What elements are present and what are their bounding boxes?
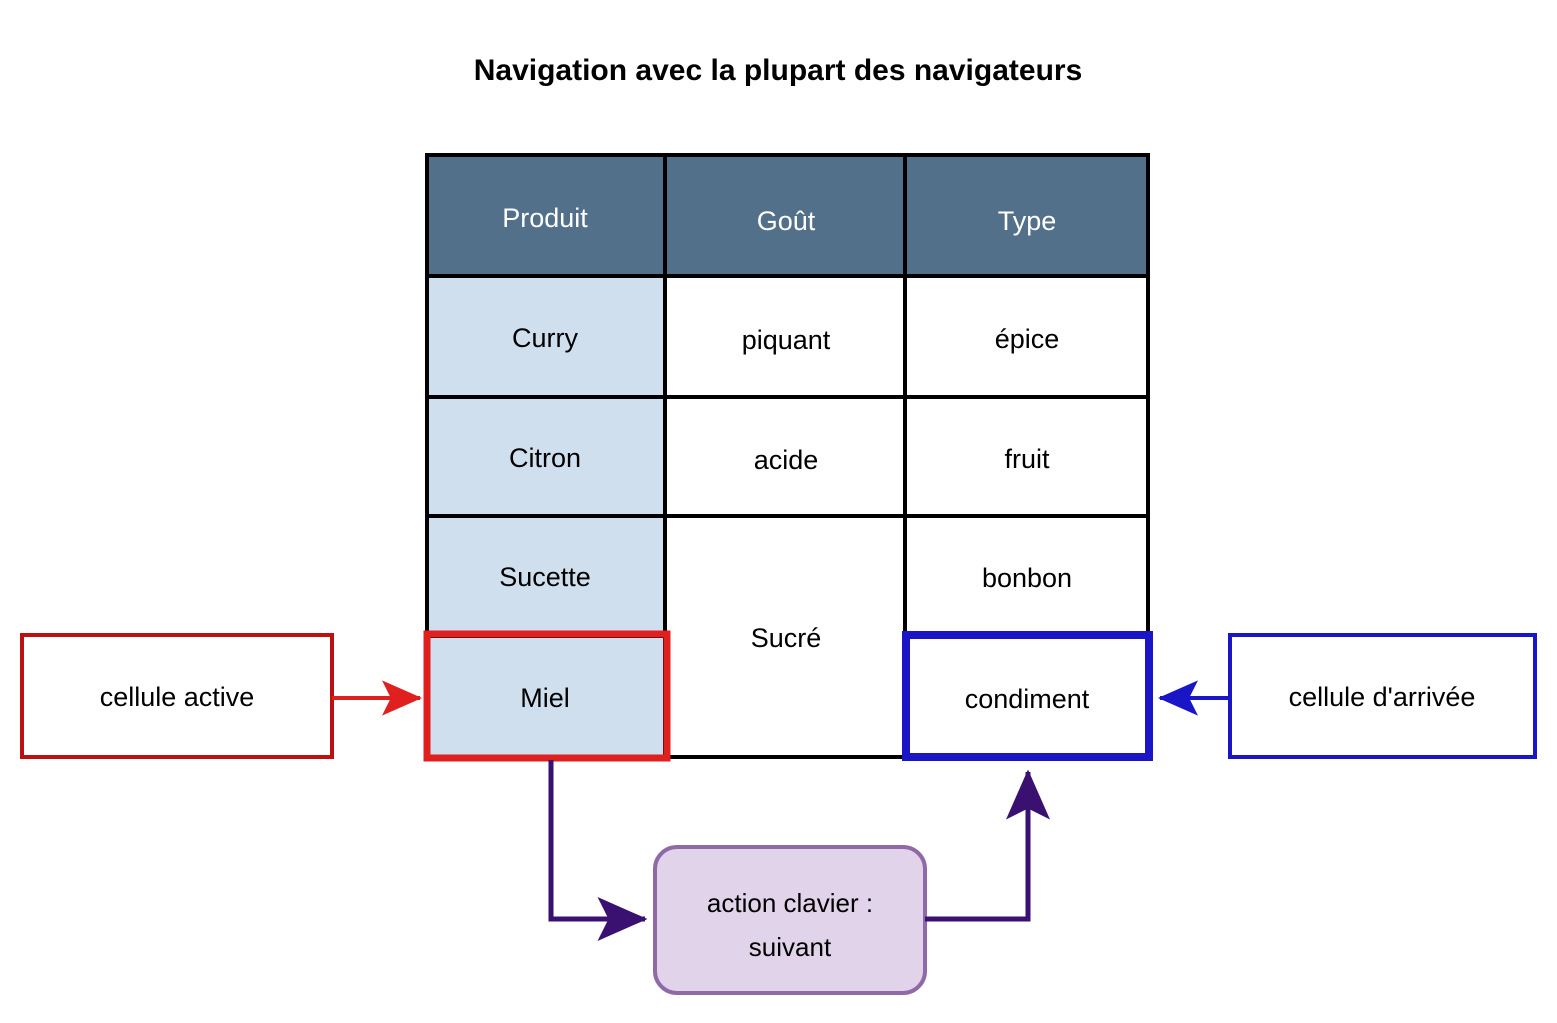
cell-gout-sucre-merged: Sucré	[751, 623, 822, 653]
column-header-produit: Produit	[502, 203, 588, 233]
cell-produit-sucette-bg[interactable]	[427, 516, 665, 636]
cell-produit-curry: Curry	[512, 323, 578, 353]
cell-type-epice: épice	[995, 324, 1060, 354]
cell-type-bonbon: bonbon	[982, 563, 1072, 593]
column-header-type: Type	[998, 206, 1057, 236]
action-keyboard-label-line1: action clavier :	[707, 888, 873, 918]
connector-action-to-condiment	[925, 769, 1050, 922]
cell-gout-piquant: piquant	[742, 325, 831, 355]
table: Produit Goût Type	[423, 153, 1153, 762]
cell-produit-curry-bg[interactable]	[427, 276, 665, 397]
cell-produit-sucette: Sucette	[499, 562, 591, 592]
cell-produit-citron: Citron	[509, 443, 581, 473]
action-keyboard-label-line2: suivant	[749, 932, 832, 962]
table-header-row	[427, 155, 1148, 276]
action-keyboard-box[interactable]: action clavier : suivant	[653, 845, 927, 995]
cell-produit-miel: Miel	[520, 683, 570, 713]
page-title: Navigation avec la plupart des navigateu…	[474, 54, 1083, 87]
cell-gout-acide: acide	[754, 445, 819, 475]
cell-type-fruit: fruit	[1004, 444, 1050, 474]
callout-arrival-cell-label: cellule d'arrivée	[1289, 682, 1476, 712]
callout-active-cell-label: cellule active	[100, 682, 255, 712]
callout-arrival-cell-box[interactable]	[1228, 633, 1537, 759]
active-cell-highlight[interactable]	[423, 630, 671, 762]
cell-produit-miel-bg[interactable]	[427, 636, 665, 757]
cell-type-condiment: condiment	[965, 684, 1090, 714]
column-header-gout: Goût	[757, 206, 816, 236]
target-cell-highlight[interactable]	[902, 631, 1153, 761]
callout-arrival-cell[interactable]: cellule d'arrivée	[1228, 633, 1537, 759]
action-keyboard-box-shape[interactable]	[653, 845, 927, 995]
callout-active-cell[interactable]: cellule active	[20, 633, 334, 759]
connector-miel-to-action	[548, 760, 648, 941]
cell-produit-citron-bg[interactable]	[427, 397, 665, 516]
